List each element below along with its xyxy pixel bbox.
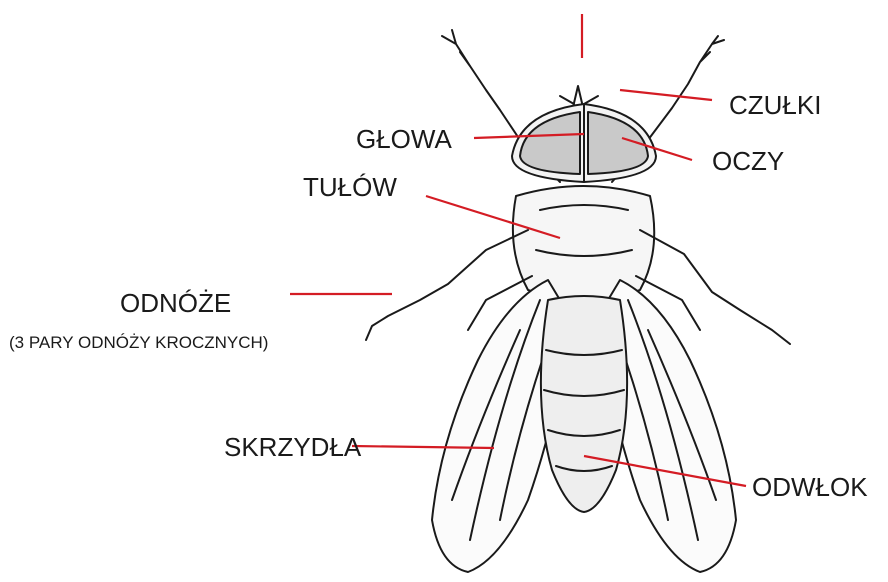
label-thorax: TUŁÓW	[303, 174, 397, 200]
label-eyes: OCZY	[712, 148, 784, 174]
left-eye	[520, 112, 580, 174]
label-antennae: CZUŁKI	[729, 92, 821, 118]
pointer-czulki	[620, 90, 712, 100]
label-abdomen: ODWŁOK	[752, 474, 868, 500]
label-wings: SKRZYDŁA	[224, 434, 361, 460]
label-leg: ODNÓŻE	[120, 290, 231, 316]
label-head: GŁOWA	[356, 126, 452, 152]
abdomen	[541, 296, 627, 512]
thorax	[513, 186, 654, 300]
label-leg-note: (3 PARY ODNÓŻY KROCZNYCH)	[9, 334, 268, 351]
